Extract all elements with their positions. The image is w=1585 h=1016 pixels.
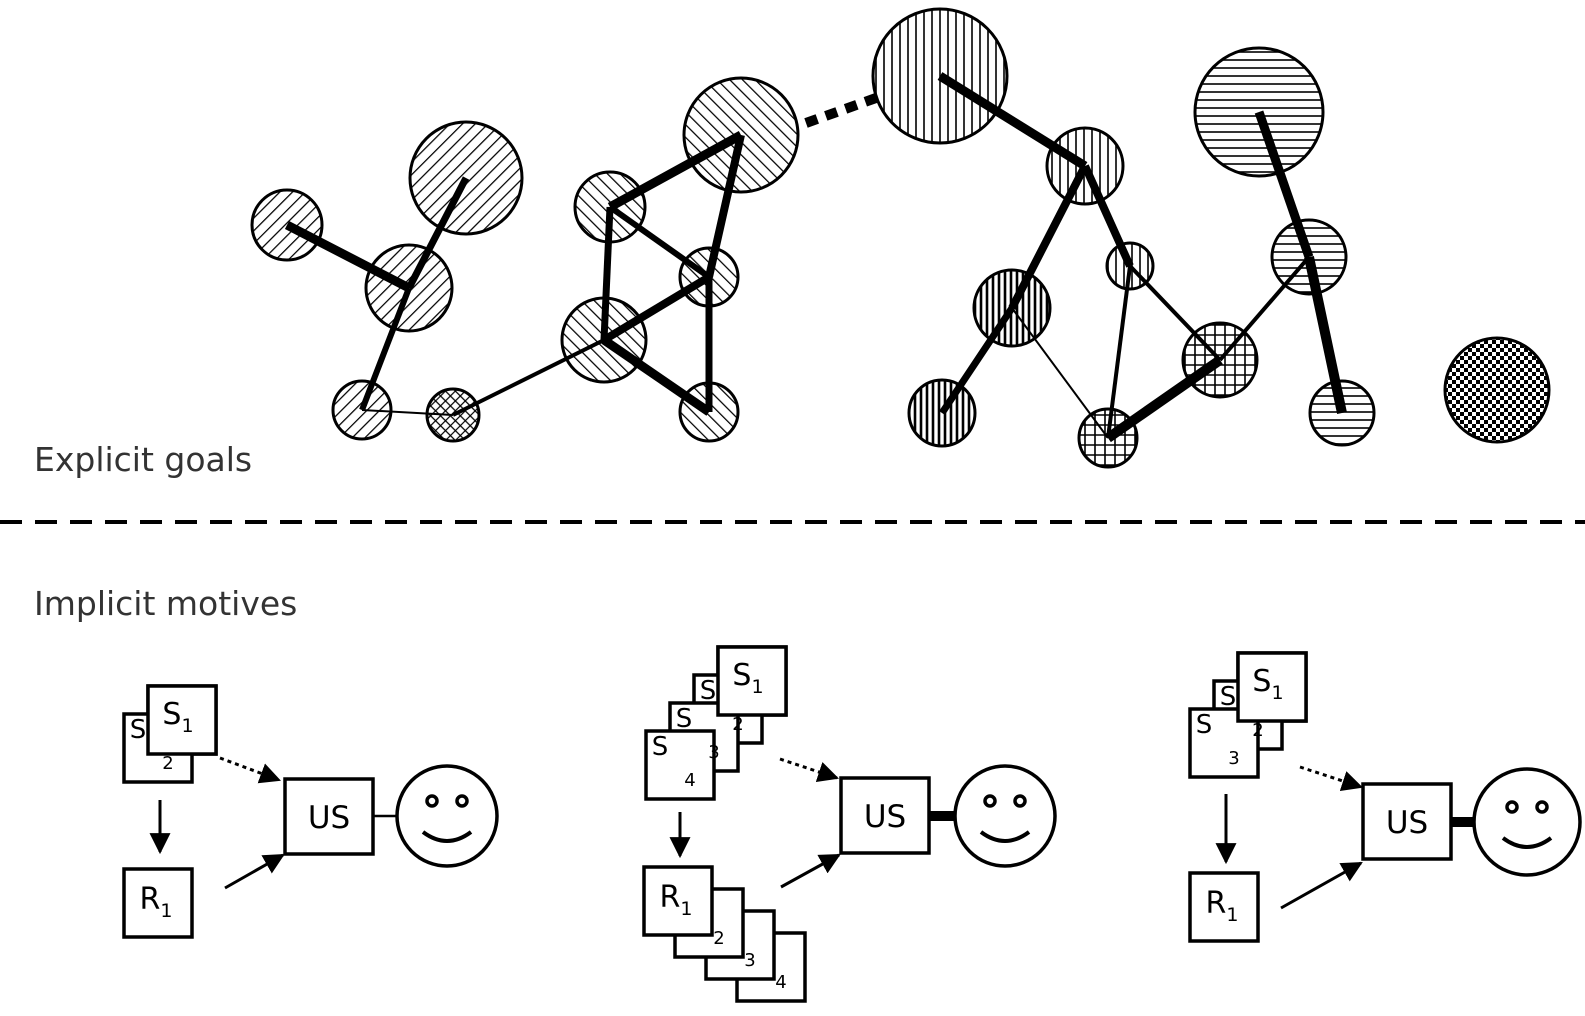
stimulus-index-label: 3 <box>1228 748 1239 769</box>
smiley-face-icon <box>395 764 499 868</box>
stimulus-index-label: 3 <box>708 742 719 763</box>
us-box <box>283 777 375 856</box>
response-label: R1 <box>660 880 693 920</box>
stimulus-us-dotted-arrow <box>1299 765 1363 792</box>
goal-node <box>1181 321 1259 399</box>
goal-node <box>408 120 524 236</box>
goal-node <box>1193 46 1325 178</box>
smiley-face-icon <box>1472 767 1582 877</box>
goal-node <box>331 379 393 441</box>
goal-node <box>560 296 648 384</box>
stimulus-us-dotted-arrow <box>219 756 281 784</box>
stimulus-card-front <box>716 645 788 717</box>
stimulus-partial-label: S <box>652 732 669 762</box>
stimulus-partial-label: S <box>130 715 147 745</box>
response-label: R1 <box>140 882 173 922</box>
stimulus-label: S1 <box>162 697 193 737</box>
stimulus-partial-label: S <box>700 676 717 706</box>
stimulus-index-label: 2 <box>732 714 743 735</box>
goal-node <box>425 387 481 443</box>
stimulus-label: S1 <box>1252 664 1283 704</box>
response-index-label: 2 <box>713 928 724 949</box>
goal-node <box>1105 241 1155 291</box>
stimulus-partial-label: S <box>676 704 693 734</box>
goal-node <box>972 268 1052 348</box>
goal-node <box>364 243 454 333</box>
motive-panels: S1S2S1R1USS1SSS432S1432R1USS1SS32S1R1US <box>122 645 1582 1003</box>
stimulus-card-front <box>1236 651 1308 723</box>
motive-panel: S1SS32S1R1US <box>1188 651 1582 943</box>
goal-node <box>1045 126 1125 206</box>
goal-node <box>678 246 740 308</box>
stimulus-index-label: 2 <box>162 753 173 774</box>
us-label: US <box>308 800 350 836</box>
goal-node <box>573 170 647 244</box>
stimulus-card <box>644 729 716 801</box>
goal-node <box>1308 379 1376 447</box>
goal-node <box>678 381 740 443</box>
goal-node <box>682 76 800 194</box>
goal-node <box>907 378 977 448</box>
stimulus-label: S1 <box>732 658 763 698</box>
response-index-label: 4 <box>775 972 786 993</box>
goal-node <box>250 188 324 262</box>
response-label: R1 <box>1206 886 1239 926</box>
stimulus-index-label: 4 <box>684 770 695 791</box>
smiley-face-icon <box>953 764 1057 868</box>
response-index-label: 3 <box>744 950 755 971</box>
goal-network-nodes <box>250 7 1551 469</box>
response-card-front <box>642 865 714 937</box>
response-card-front <box>122 867 194 939</box>
us-box <box>1361 782 1453 861</box>
goal-node <box>1443 336 1551 444</box>
goal-edge-dashed <box>804 93 878 128</box>
stimulus-partial-label: S <box>1220 682 1237 712</box>
goal-node <box>1077 407 1139 469</box>
motive-panel: S1SSS432S1432R1US <box>642 645 1057 1003</box>
stimulus-card-front <box>146 684 218 756</box>
response-card-front <box>1188 871 1260 943</box>
us-label: US <box>1386 805 1428 841</box>
stimulus-us-dotted-arrow <box>779 757 839 782</box>
response-us-arrow <box>1280 861 1363 910</box>
stimulus-index-label: 2 <box>1252 720 1263 741</box>
response-us-arrow <box>780 853 841 889</box>
goal-node <box>871 7 1009 145</box>
us-label: US <box>864 799 906 835</box>
stimulus-partial-label: S <box>1196 710 1213 740</box>
motive-panel: S1S2S1R1US <box>122 684 499 939</box>
implicit-motives-label: Implicit motives <box>34 584 298 623</box>
explicit-goals-label: Explicit goals <box>34 440 253 479</box>
response-us-arrow <box>224 853 285 890</box>
goal-node <box>1270 218 1348 296</box>
us-box <box>839 776 931 855</box>
